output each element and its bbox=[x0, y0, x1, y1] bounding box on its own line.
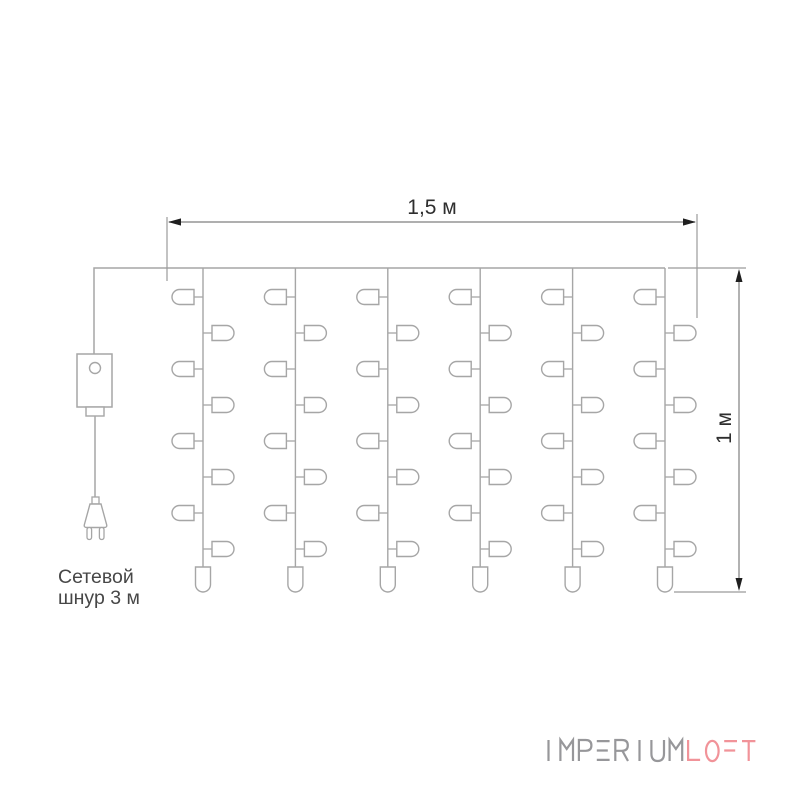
height-dimension: 1 м bbox=[668, 267, 746, 593]
led-bulb bbox=[580, 540, 605, 558]
cord-label-line1: Сетевой bbox=[58, 566, 134, 588]
led-bulb-end bbox=[287, 566, 304, 593]
led-bulb bbox=[356, 432, 380, 450]
led-bulb bbox=[396, 324, 420, 342]
led-bulb bbox=[171, 360, 195, 378]
led-bulb bbox=[673, 540, 697, 558]
arrow-down-icon bbox=[735, 578, 743, 591]
led-bulb bbox=[633, 288, 657, 306]
led-bulb bbox=[211, 540, 235, 558]
led-bulb bbox=[211, 468, 235, 486]
strand bbox=[356, 268, 420, 593]
led-bulb bbox=[540, 288, 565, 306]
led-bulb bbox=[396, 468, 420, 486]
led-bulb bbox=[263, 432, 288, 450]
width-dimension: 1,5 м bbox=[166, 196, 698, 318]
led-bulb bbox=[673, 324, 697, 342]
led-bulb bbox=[303, 540, 328, 558]
led-bulb bbox=[396, 540, 420, 558]
led-bulb bbox=[633, 504, 657, 522]
logo-letter-imperium bbox=[596, 740, 610, 761]
cord-label-line2: шнур 3 м bbox=[58, 587, 140, 609]
led-bulb-end bbox=[379, 566, 396, 593]
cord-caption: Сетевой шнур 3 м bbox=[58, 566, 140, 609]
logo-letter-loft bbox=[704, 739, 720, 763]
led-bulb bbox=[540, 432, 565, 450]
led-bulb bbox=[263, 288, 288, 306]
logo-letter-loft bbox=[687, 740, 701, 761]
plug-neck bbox=[91, 496, 100, 505]
led-bulb bbox=[673, 396, 697, 414]
adapter-button bbox=[88, 361, 102, 375]
led-bulb bbox=[356, 288, 380, 306]
led-bulb bbox=[580, 468, 605, 486]
led-bulb bbox=[540, 360, 565, 378]
led-bulb-end bbox=[194, 566, 212, 593]
power-adapter bbox=[76, 353, 113, 498]
height-label: 1 м bbox=[713, 412, 736, 444]
arrow-up-icon bbox=[735, 269, 743, 282]
led-bulb bbox=[633, 360, 657, 378]
led-bulb bbox=[171, 288, 195, 306]
led-bulb bbox=[263, 360, 288, 378]
logo-letter-imperium bbox=[614, 738, 629, 762]
logo-letter-loft bbox=[741, 740, 756, 761]
led-bulb bbox=[488, 540, 512, 558]
led-bulb bbox=[633, 432, 657, 450]
led-bulb bbox=[211, 324, 235, 342]
logo-letter-imperium bbox=[650, 740, 666, 763]
strand bbox=[540, 268, 605, 593]
led-bulb bbox=[448, 360, 472, 378]
arrow-right-icon bbox=[683, 218, 696, 226]
led-bulb bbox=[488, 324, 512, 342]
arrow-left-icon bbox=[168, 218, 181, 226]
led-bulb bbox=[211, 396, 235, 414]
led-bulb bbox=[303, 468, 328, 486]
led-bulb bbox=[171, 432, 195, 450]
led-bulb bbox=[303, 396, 328, 414]
led-bulb bbox=[448, 504, 472, 522]
led-bulb bbox=[488, 396, 512, 414]
logo-letter-imperium bbox=[577, 738, 593, 761]
led-bulb bbox=[396, 396, 420, 414]
curtain-strands bbox=[171, 268, 697, 593]
strand bbox=[171, 268, 235, 593]
led-bulb bbox=[356, 504, 380, 522]
power-plug-icon bbox=[83, 496, 108, 541]
led-bulb bbox=[580, 396, 605, 414]
led-bulb bbox=[303, 324, 328, 342]
plug-prong-left bbox=[86, 526, 93, 541]
logo-letter-imperium bbox=[668, 736, 684, 761]
plug-body bbox=[83, 503, 108, 529]
led-bulb bbox=[540, 504, 565, 522]
strand bbox=[448, 268, 512, 593]
led-bulb-end bbox=[472, 566, 489, 593]
logo-letter-imperium bbox=[559, 736, 575, 761]
led-bulb bbox=[448, 432, 472, 450]
logo-letter-loft bbox=[724, 740, 737, 752]
width-label: 1,5 м bbox=[407, 196, 456, 219]
main-wire bbox=[93, 267, 665, 354]
led-bulb-end bbox=[656, 566, 674, 593]
adapter-outlet bbox=[85, 406, 105, 417]
led-bulb bbox=[673, 468, 697, 486]
strand bbox=[263, 268, 328, 593]
led-bulb bbox=[356, 360, 380, 378]
led-bulb bbox=[171, 504, 195, 522]
led-bulb bbox=[263, 504, 288, 522]
brand-logo bbox=[547, 736, 756, 763]
strand bbox=[633, 268, 697, 593]
led-bulb bbox=[488, 468, 512, 486]
led-bulb bbox=[580, 324, 605, 342]
led-bulb-end bbox=[564, 566, 581, 593]
led-bulb bbox=[448, 288, 472, 306]
plug-prong-right bbox=[98, 526, 105, 541]
